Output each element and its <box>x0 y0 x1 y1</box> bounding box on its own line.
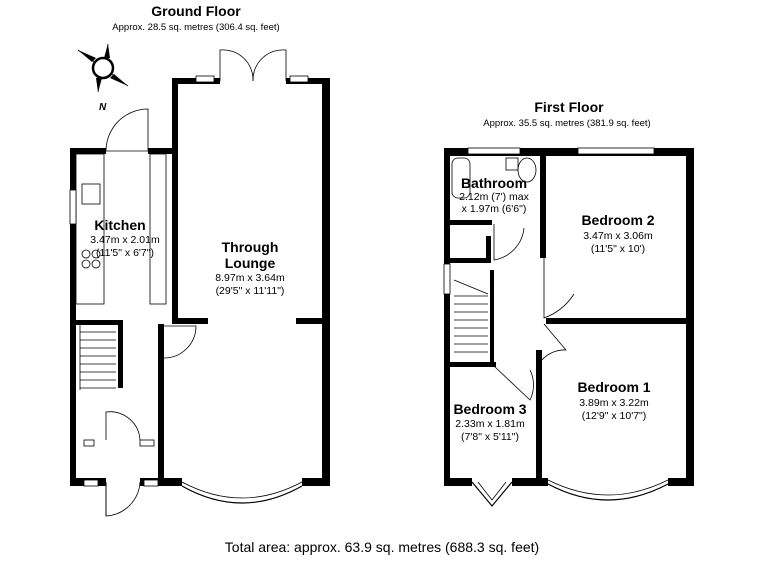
bedroom-1-dim-metric: 3.89m x 3.22m <box>579 397 649 409</box>
bedroom-2-name: Bedroom 2 <box>581 212 654 228</box>
bathroom-dim-imperial: x 1.97m (6'6") <box>462 203 527 215</box>
ground-floor-walls <box>70 78 330 486</box>
bedroom-3-dim-metric: 2.33m x 1.81m <box>455 418 525 430</box>
bathroom-name: Bathroom <box>461 175 527 191</box>
bedroom-2-dim-metric: 3.47m x 3.06m <box>583 230 653 242</box>
total-area: Total area: approx. 63.9 sq. metres (688… <box>225 539 539 555</box>
first-floor-area: Approx. 35.5 sq. metres (381.9 sq. feet) <box>483 118 650 129</box>
ground-floor-area: Approx. 28.5 sq. metres (306.4 sq. feet) <box>112 22 279 33</box>
ground-floor-title: Ground Floor <box>151 3 241 19</box>
kitchen-dim-imperial: (11'5" x 6'7") <box>96 247 154 259</box>
lounge-name-line1: Through <box>222 239 279 255</box>
bedroom-3-dim-imperial: (7'8" x 5'11") <box>461 431 519 443</box>
kitchen-name: Kitchen <box>94 217 145 233</box>
lounge-name-line2: Lounge <box>225 255 276 271</box>
bedroom-1-dim-imperial: (12'9" x 10'7") <box>582 410 647 422</box>
kitchen-dim-metric: 3.47m x 2.01m <box>90 234 160 246</box>
lounge-dim-imperial: (29'5" x 11'11") <box>216 285 285 297</box>
bedroom-2-dim-imperial: (11'5" x 10') <box>591 243 645 255</box>
compass-north-label: N <box>99 102 107 113</box>
ground-floor-fixtures <box>69 49 309 517</box>
bedroom-3-name: Bedroom 3 <box>453 401 526 417</box>
first-floor-walls <box>444 148 694 486</box>
first-floor-title: First Floor <box>534 99 604 115</box>
compass-icon: N <box>77 43 129 113</box>
bedroom-1-name: Bedroom 1 <box>577 379 650 395</box>
first-floor-fixtures <box>443 147 669 507</box>
bathroom-dim-metric: 2.12m (7') max <box>459 191 529 203</box>
lounge-dim-metric: 8.97m x 3.64m <box>215 272 285 284</box>
